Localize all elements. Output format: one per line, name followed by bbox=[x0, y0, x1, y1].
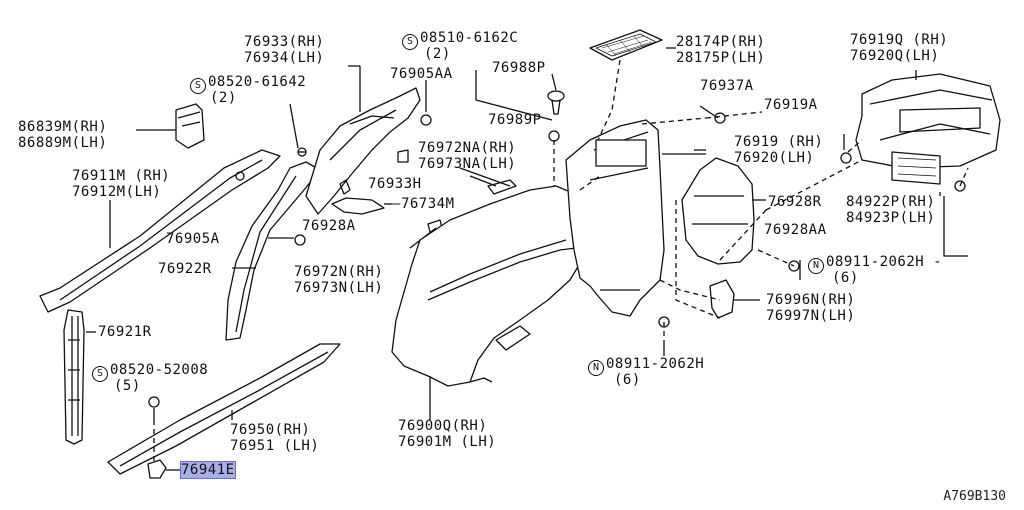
part-label-76912m: 76912M(LH) bbox=[72, 184, 162, 200]
net-pocket-28174p bbox=[589, 29, 663, 61]
side-cover-76928r bbox=[681, 157, 755, 265]
part-label-76972na: 76972NA(RH) bbox=[418, 140, 517, 156]
part-label-76972n: 76972N(RH) bbox=[294, 264, 384, 280]
part-label-76933h: 76933H bbox=[368, 176, 422, 192]
part-label-86889m: 86889M(LH) bbox=[18, 135, 108, 151]
clip-76988p bbox=[547, 90, 565, 115]
quarter-panel-76900q bbox=[391, 185, 585, 387]
part-label-76920: 76920(LH) bbox=[734, 150, 815, 166]
qty-label-6a: (6) bbox=[832, 270, 859, 286]
qty-label-2b: (2) bbox=[424, 46, 451, 62]
pillar-trim-76921r bbox=[63, 309, 85, 445]
part-label-76989p: 76989P bbox=[488, 112, 542, 128]
part-label-76905aa: 76905AA bbox=[390, 66, 453, 82]
part-label-76919q: 76919Q (RH) bbox=[850, 32, 949, 48]
part-label-76973n: 76973N(LH) bbox=[294, 280, 384, 296]
clip-part-86839m bbox=[175, 103, 205, 149]
n-symbol-icon: N bbox=[588, 360, 604, 376]
part-label-76900q: 76900Q(RH) bbox=[398, 418, 488, 434]
part-label-76988p: 76988P bbox=[492, 60, 546, 76]
sill-plate-76950 bbox=[107, 343, 341, 475]
part-label-76941e-highlighted[interactable]: 76941E bbox=[180, 461, 236, 479]
pillar-trim-76933 bbox=[305, 87, 421, 215]
qty-label-2a: (2) bbox=[210, 90, 237, 106]
clip-parts-middle bbox=[331, 149, 517, 233]
part-label-76934lh: 76934(LH) bbox=[244, 50, 325, 66]
part-label-76973na: 76973NA(LH) bbox=[418, 156, 517, 172]
part-label-76901m: 76901M (LH) bbox=[398, 434, 497, 450]
part-label-76950: 76950(RH) bbox=[230, 422, 311, 438]
part-label-76951: 76951 (LH) bbox=[230, 438, 320, 454]
part-label-76919: 76919 (RH) bbox=[734, 134, 824, 150]
qty-label-6b: (6) bbox=[614, 372, 641, 388]
part-label-28175p: 28175P(LH) bbox=[676, 50, 766, 66]
bracket-76996n bbox=[709, 279, 735, 319]
qty-label-5: (5) bbox=[114, 378, 141, 394]
part-label-76928r: 76928R bbox=[768, 194, 822, 210]
part-label-76928a: 76928A bbox=[302, 218, 356, 234]
part-label-76905a: 76905A bbox=[166, 231, 220, 247]
part-label-76922r: 76922R bbox=[158, 261, 212, 277]
s-symbol-icon: S bbox=[402, 34, 418, 50]
pillar-trim-76922r bbox=[225, 161, 321, 341]
s-symbol-icon: S bbox=[92, 366, 108, 382]
grille-84922p bbox=[891, 151, 941, 185]
part-label-76933rh: 76933(RH) bbox=[244, 34, 325, 50]
part-label-84922p: 84922P(RH) bbox=[846, 194, 936, 210]
part-label-76919a: 76919A bbox=[764, 97, 818, 113]
part-label-84923p: 84923P(LH) bbox=[846, 210, 936, 226]
clip-76941e bbox=[147, 459, 167, 479]
part-label-76996n: 76996N(RH) bbox=[766, 292, 856, 308]
inner-panel-76919 bbox=[565, 119, 665, 317]
diagram-reference-code: A769B130 bbox=[943, 489, 1006, 504]
part-label-76911m: 76911M (RH) bbox=[72, 168, 171, 184]
part-label-76734m: —76734M bbox=[392, 196, 455, 212]
s-symbol-icon: S bbox=[190, 78, 206, 94]
part-label-76997n: 76997N(LH) bbox=[766, 308, 856, 324]
part-label-86839m: 86839M(RH) bbox=[18, 119, 108, 135]
part-label-76920q: 76920Q(LH) bbox=[850, 48, 940, 64]
n-symbol-icon: N bbox=[808, 258, 824, 274]
screw-fasteners bbox=[148, 112, 966, 420]
tray-76919q bbox=[855, 73, 1001, 169]
part-label-28174p: 28174P(RH) bbox=[676, 34, 766, 50]
part-label-76921r: 76921R bbox=[98, 324, 152, 340]
part-label-76928aa: 76928AA bbox=[764, 222, 827, 238]
pillar-trim-76911m bbox=[39, 149, 281, 313]
part-label-76937a: 76937A bbox=[700, 78, 754, 94]
